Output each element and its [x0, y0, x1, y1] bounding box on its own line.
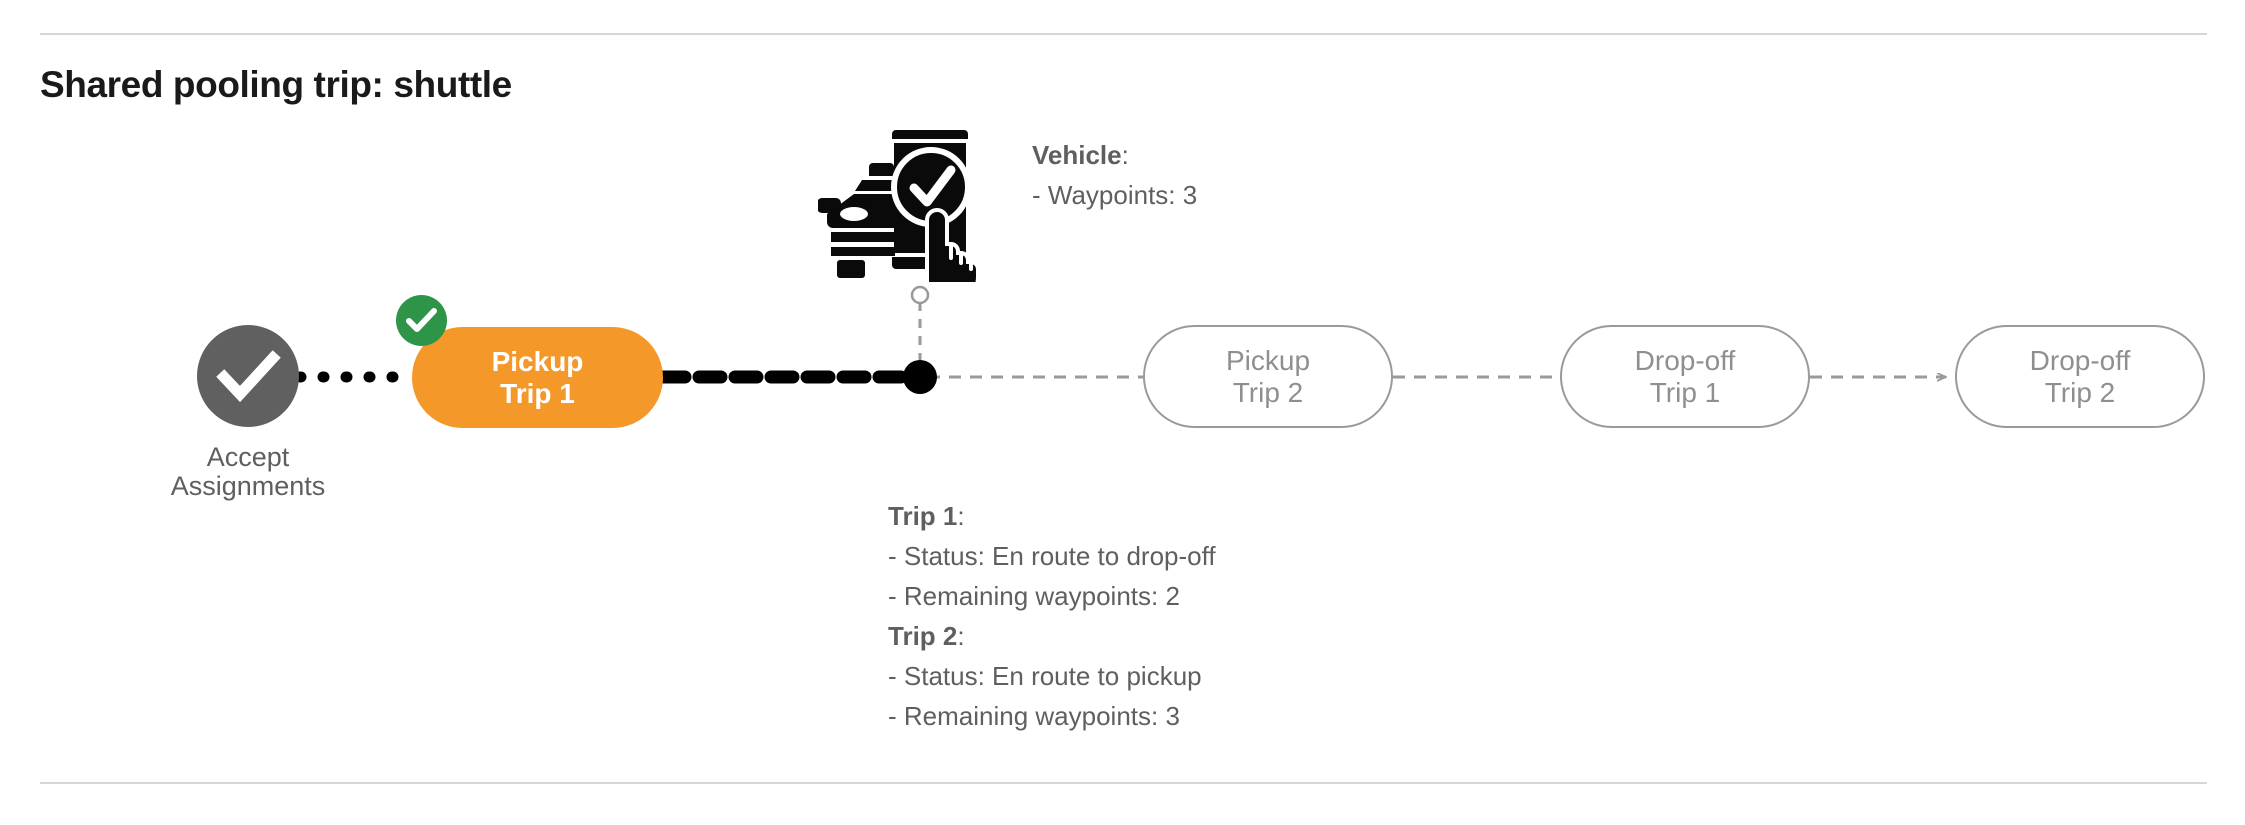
- node-pickup-trip-1-line1: Pickup: [491, 346, 584, 378]
- trip1-heading-row: Trip 1:: [888, 496, 1216, 536]
- vehicle-leader-endpoint-circle: [910, 285, 930, 305]
- trips-info-block: Trip 1: - Status: En route to drop-off -…: [888, 496, 1216, 736]
- completed-check-badge: [396, 295, 447, 346]
- page-title: Shared pooling trip: shuttle: [40, 64, 512, 105]
- trip2-heading-row: Trip 2:: [888, 616, 1216, 656]
- trip1-heading-colon: :: [957, 501, 965, 531]
- node-pickup-trip-2-line1: Pickup: [1225, 345, 1311, 377]
- trip1-status: - Status: En route to drop-off: [888, 541, 1216, 571]
- bottom-divider: [40, 782, 2207, 784]
- node-dropoff-trip-2[interactable]: Drop-off Trip 2: [1955, 325, 2205, 428]
- accept-assignments-node[interactable]: [197, 325, 299, 427]
- node-dropoff-trip-2-line1: Drop-off: [2029, 345, 2131, 377]
- vehicle-info-block: Vehicle: - Waypoints: 3: [1032, 135, 1197, 215]
- node-pickup-trip-2[interactable]: Pickup Trip 2: [1143, 325, 1393, 428]
- vehicle-info-heading: Vehicle: [1032, 140, 1122, 170]
- trip1-heading: Trip 1: [888, 501, 958, 531]
- accept-assignments-label-line2: Assignments: [170, 470, 326, 501]
- vehicle-info-waypoints: - Waypoints: 3: [1032, 180, 1198, 210]
- trip2-heading-colon: :: [957, 621, 965, 651]
- accept-assignments-label-line1: Accept: [206, 442, 290, 472]
- check-badge-icon: [406, 308, 437, 332]
- vehicle-info-heading-colon: :: [1121, 140, 1129, 170]
- node-pickup-trip-1[interactable]: Pickup Trip 1: [412, 327, 663, 428]
- vehicle-phone-check-glyph: [818, 130, 980, 282]
- current-position-dot: [903, 360, 937, 394]
- accept-assignments-label: Accept Assignments: [100, 443, 396, 500]
- node-dropoff-trip-1-line1: Drop-off: [1634, 345, 1736, 377]
- node-dropoff-trip-1[interactable]: Drop-off Trip 1: [1560, 325, 1810, 428]
- node-pickup-trip-2-line2: Trip 2: [1232, 376, 1304, 408]
- node-pickup-trip-1-line2: Trip 1: [500, 377, 575, 409]
- trip1-remaining-waypoints: - Remaining waypoints: 2: [888, 581, 1180, 611]
- top-divider: [40, 33, 2207, 35]
- trip2-status: - Status: En route to pickup: [888, 661, 1202, 691]
- node-dropoff-trip-1-line2: Trip 1: [1649, 376, 1721, 408]
- check-circle-icon: [216, 350, 281, 403]
- trip2-heading: Trip 2: [888, 621, 958, 651]
- vehicle-phone-check-icon: [818, 122, 980, 282]
- node-dropoff-trip-2-line2: Trip 2: [2044, 376, 2116, 408]
- trip2-remaining-waypoints: - Remaining waypoints: 3: [888, 701, 1180, 731]
- vehicle-info-heading-row: Vehicle:: [1032, 135, 1197, 175]
